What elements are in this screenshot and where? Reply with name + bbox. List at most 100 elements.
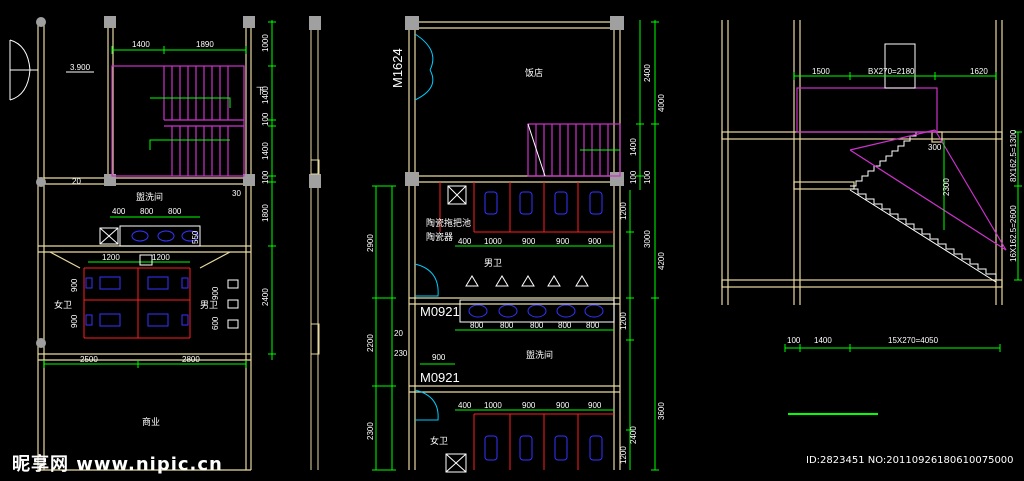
plan-left-toilet-dim: 1200	[152, 253, 170, 262]
plan-left-stair	[111, 65, 245, 177]
plan-mid-urinal-dim: 800	[530, 321, 544, 330]
plan-mid-dim-900: 900	[432, 353, 446, 362]
plan-mid-right-dim: 1200	[619, 446, 628, 464]
plan-left-elevation-tag: 3.900	[70, 63, 91, 72]
plan-mid-left-dim: 2200	[366, 334, 375, 352]
section-top-dim: BX270=2180	[868, 67, 915, 76]
door-m0921-a-label: M0921	[420, 304, 460, 319]
door-m1624	[414, 33, 434, 101]
plan-mid-left-dim: 2300	[366, 422, 375, 440]
section-dim-300: 300	[928, 143, 942, 152]
plan-left-side-dim: 600	[211, 316, 220, 330]
plan-mid-right-dim: 3000	[643, 230, 652, 248]
plan-mid-upper-dim: 900	[522, 237, 536, 246]
plan-left-washroom-dim: 800	[140, 207, 154, 216]
plan-mid-dimension-lines	[372, 20, 659, 471]
plan-left-washroom-basins	[99, 225, 201, 247]
section-stair-profile	[849, 131, 997, 283]
section-right-dim: 8X162.5=1300	[1009, 129, 1018, 182]
section-right-dim: 16X162.5=2600	[1009, 205, 1018, 262]
section-dim-2300: 2300	[942, 178, 951, 196]
plan-left-right-dim: 1400	[261, 86, 270, 104]
section-bottom-dim: 100	[787, 336, 801, 345]
doors-m0921	[414, 263, 439, 421]
plan-mid-right-dim: 2400	[643, 64, 652, 82]
plan-mid-tag-20: 20	[394, 329, 403, 338]
stair-down-arrow-label: 下	[256, 87, 265, 97]
plan-left: 1400 1890 3.900 1000 1400 100 1400 100 1…	[9, 16, 276, 471]
plan-mid-right-dim: 3600	[657, 402, 666, 420]
plan-left-side-dim: 900	[70, 314, 79, 328]
plan-mid-left-dims: 2900 2200 230 2300	[366, 234, 408, 440]
plan-mid-urinal-dim: 800	[470, 321, 484, 330]
plan-mid-right-dim: 100	[643, 170, 652, 184]
door-m0921-b-label: M0921	[420, 370, 460, 385]
plan-left-right-dims: 1000 1400 100 1400 100 1800 2400	[261, 34, 270, 306]
plan-left-washroom-dim-550: 550	[191, 230, 200, 244]
door-m1624-label: M1624	[390, 48, 405, 88]
section-top-dim: 1500	[812, 67, 830, 76]
plan-left-walls	[37, 20, 252, 471]
section-top-dim: 1620	[970, 67, 988, 76]
plan-mid-washroom-label: 盥洗间	[526, 349, 553, 361]
plan-mid-left-dim: 2900	[366, 234, 375, 252]
plan-mid-columns	[405, 16, 624, 186]
plan-mid-upper-dim: 400	[458, 237, 472, 246]
plan-mid-lower-dim: 400	[458, 401, 472, 410]
plan-mid-mens-label: 男卫	[484, 258, 502, 269]
plan-mid-upper-dim: 900	[588, 237, 602, 246]
plan-mid-right-dim: 1200	[619, 312, 628, 330]
plan-left-right-dim: 2400	[261, 288, 270, 306]
plan-mid-urinal-dim: 800	[500, 321, 514, 330]
watermark-id: ID:2823451 NO:20110926180610075000	[806, 455, 1014, 466]
plan-left-top-dim: 1890	[196, 40, 214, 49]
plan-mid-right-dims: 2400 4000 1400 100 100 1200 3000 4200 12…	[619, 64, 666, 464]
plan-left-mens-label: 男卫	[200, 300, 218, 311]
plan-left-entrance-door	[9, 39, 38, 101]
plan-mid-urinal-dim: 800	[586, 321, 600, 330]
plan-mid-right-dim: 1200	[619, 202, 628, 220]
plan-left-side-dim: 900	[211, 286, 220, 300]
section-walls	[721, 20, 1003, 305]
plan-mid-upper-stalls	[439, 182, 614, 233]
plan-mid-right-dim: 100	[629, 170, 638, 184]
plan-left-bottom-dim: 2800	[182, 355, 200, 364]
plan-left-toilet-stalls	[83, 254, 239, 339]
plan-mid-right-dim: 4200	[657, 252, 666, 270]
plan-mid-upper-dim: 900	[556, 237, 570, 246]
plan-left-right-dim: 100	[261, 112, 270, 126]
plan-left-bottom-dim: 2500	[80, 355, 98, 364]
plan-left-toilet-dim: 1200	[102, 253, 120, 262]
plan-mid-lower-stalls	[445, 413, 614, 473]
plan-mid-left-dim: 230	[394, 349, 408, 358]
plan-mid-lower-dim: 900	[556, 401, 570, 410]
plan-left-room-washroom: 盥洗间	[136, 191, 163, 203]
plan-mid-right-dim: 2400	[629, 426, 638, 444]
plan-left-womens-label: 女卫	[54, 299, 72, 311]
plan-mid: M1624 饭店 2400 4000 1400 100 100 1200 300…	[366, 16, 666, 473]
plan-left-side-dim: 900	[70, 278, 79, 292]
plan-mid-urinals	[459, 275, 615, 323]
plan-left-right-dim: 100	[261, 170, 270, 184]
plan-mid-right-dim: 4000	[657, 94, 666, 112]
plan-mid-storage-label: 陶瓷器	[426, 231, 453, 243]
section-dimension-lines	[784, 72, 1022, 415]
plan-left-right-dim: 1800	[261, 204, 270, 222]
plan-left-shop-label: 商业	[142, 416, 160, 428]
section-stair-handrail	[796, 87, 1007, 251]
plan-left-dimension-lines	[43, 20, 276, 368]
plan-left-right-dim: 1000	[261, 34, 270, 52]
plan-mid-right-dim: 1400	[629, 138, 638, 156]
watermark-site: 昵享网 www.nipic.cn	[12, 454, 223, 475]
section-bottom-dim: 15X270=4050	[888, 336, 939, 345]
plan-left-washroom-dim: 800	[168, 207, 182, 216]
plan-mid-storage-label: 陶瓷拖把池	[426, 217, 471, 229]
plan-left-top-dim: 1400	[132, 40, 150, 49]
plan-mid-lower-dim: 900	[522, 401, 536, 410]
plan-mid-lower-dim: 900	[588, 401, 602, 410]
plan-mid-urinal-dim: 800	[558, 321, 572, 330]
plan-left-stair-arrow	[149, 97, 231, 150]
section: 1500 BX270=2180 1620 300 2300 8X162.5=13…	[721, 20, 1022, 415]
plan-left-columns	[36, 16, 255, 348]
